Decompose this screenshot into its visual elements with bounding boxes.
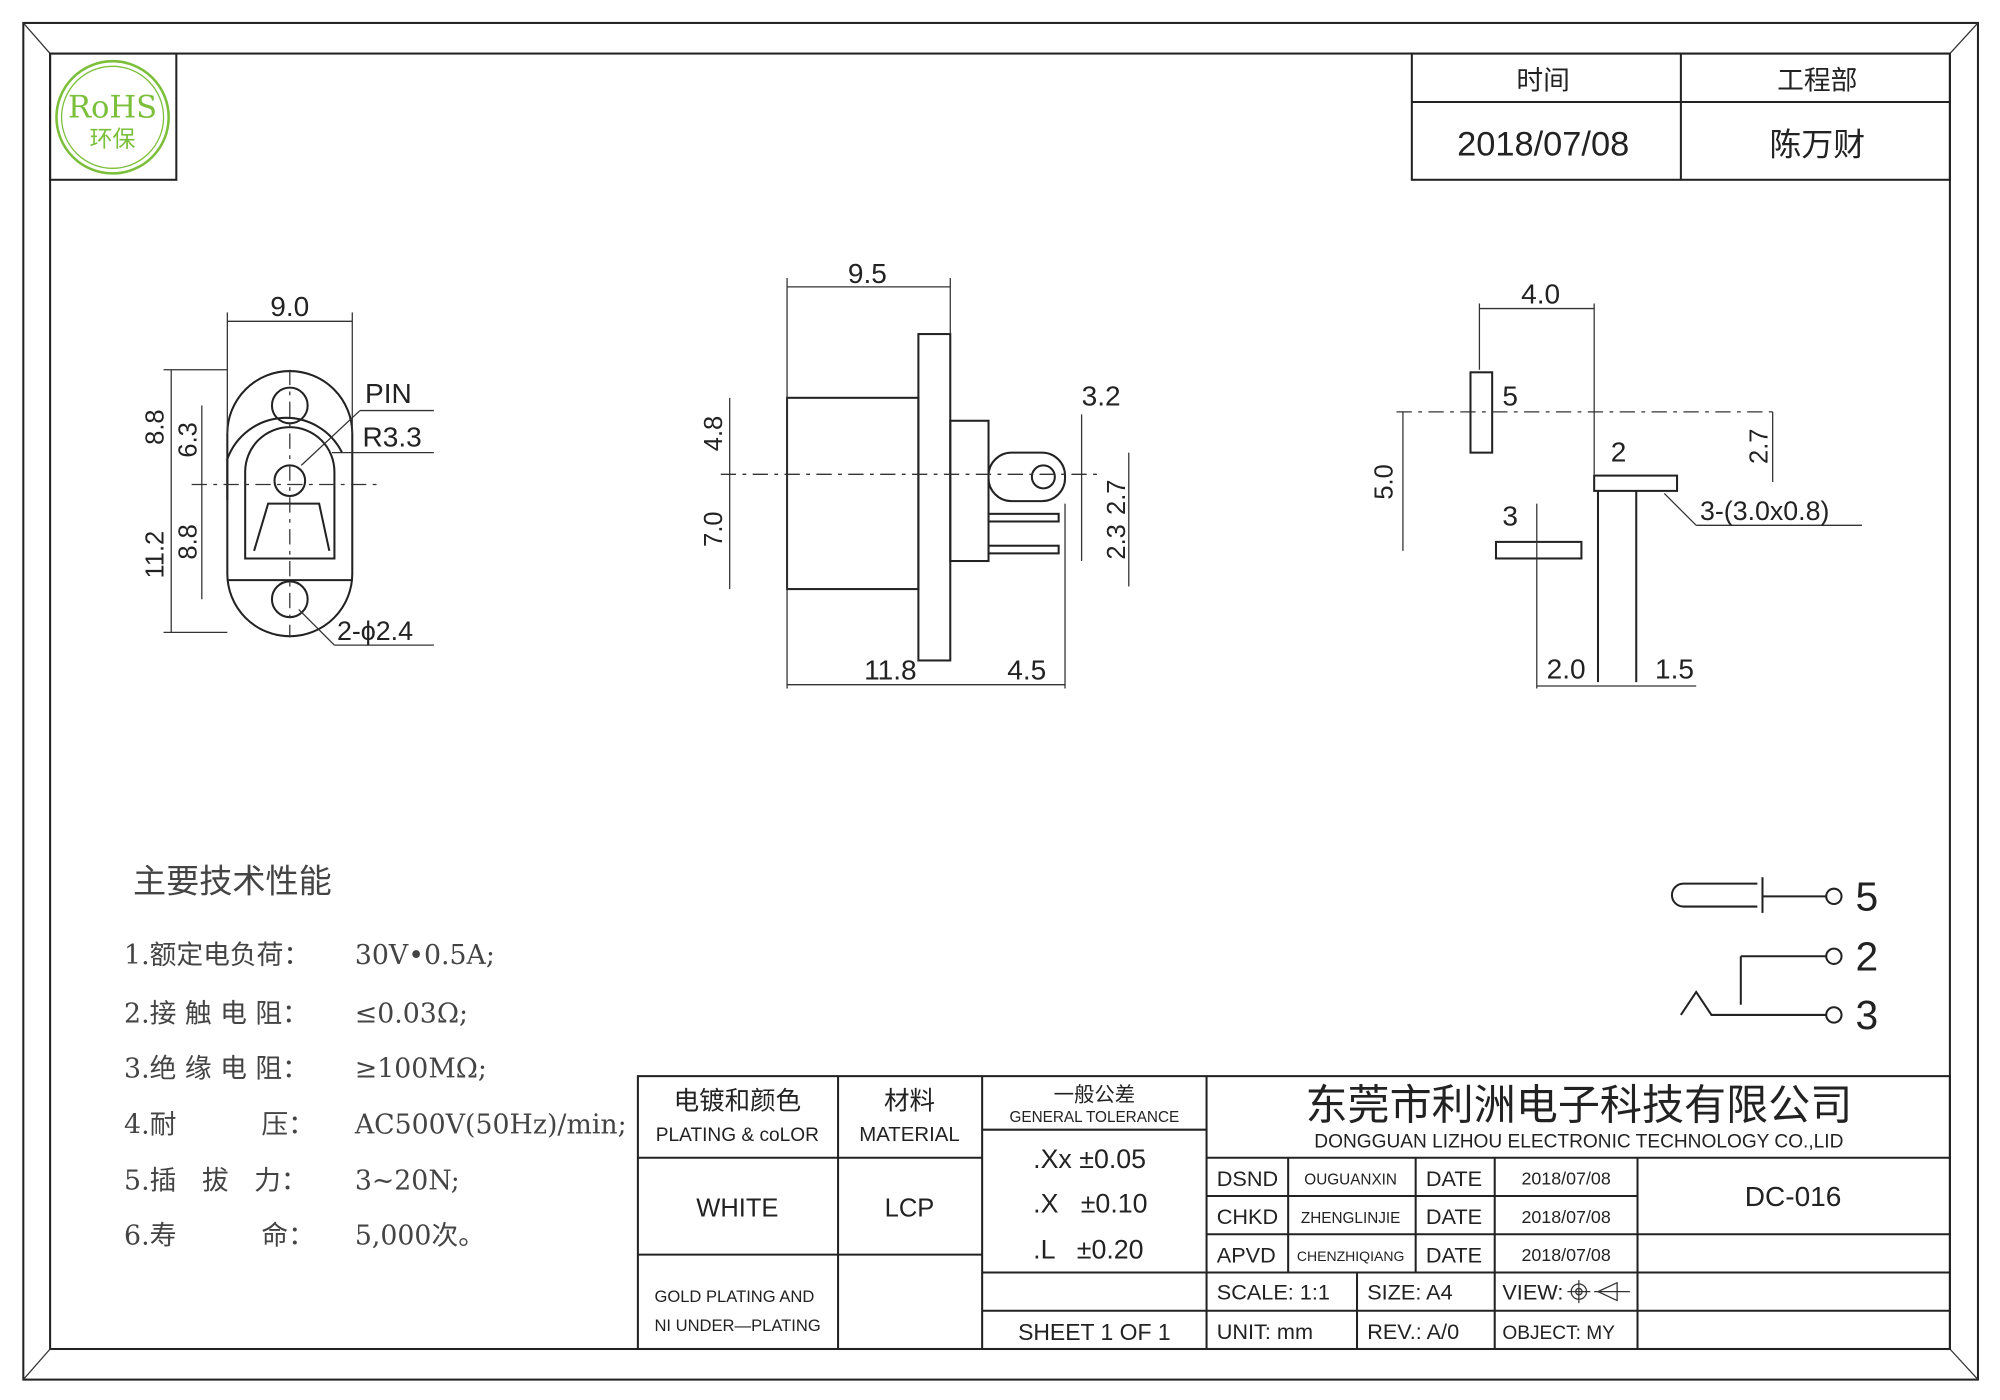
dim-bottom-inner: 8.8: [175, 524, 203, 559]
plating-detail-1: GOLD PLATING AND: [654, 1287, 814, 1306]
approval-date: 2018/07/08: [1457, 126, 1629, 164]
approval-block: 时间 工程部 2018/07/08 陈万财: [1410, 52, 1951, 181]
schematic-pin3: 3: [1856, 992, 1879, 1038]
dim-top-outer: 8.8: [142, 409, 170, 444]
spec-label: 5.插 拔 力：: [124, 1166, 308, 1197]
person: ZHENGLINJIE: [1301, 1210, 1400, 1227]
tolerance-label-cn: 一般公差: [1054, 1083, 1136, 1107]
role: CHKD: [1217, 1204, 1278, 1229]
material-value: LCP: [885, 1194, 935, 1222]
material-label-en: MATERIAL: [859, 1124, 959, 1146]
dim-height: 5.0: [1371, 464, 1399, 499]
tolerance-xx: .Xx ±0.05: [1033, 1144, 1146, 1174]
dim-tab: 3.2: [1082, 380, 1121, 411]
schematic-pin2: 2: [1856, 933, 1879, 979]
spec-value: 5,000次。: [355, 1220, 485, 1251]
spec-value: AC500V(50Hz)/min;: [354, 1110, 627, 1141]
tolerance-label-en: GENERAL TOLERANCE: [1009, 1109, 1179, 1126]
hole-label: 2-ϕ2.4: [337, 616, 413, 646]
date: 2018/07/08: [1521, 1207, 1610, 1227]
material-label-cn: 材料: [884, 1086, 935, 1116]
spec-label: 2.接 触 电 阻：: [124, 999, 309, 1030]
spec-label: 3.绝 缘 电 阻：: [124, 1053, 309, 1084]
pins-label: 3-(3.0x0.8): [1700, 496, 1829, 526]
dim-pin-b: 2.3: [1103, 524, 1131, 559]
scale: SCALE: 1:1: [1217, 1279, 1330, 1304]
dim-bottom-outer: 11.2: [142, 531, 170, 579]
dim-top-inner: 6.3: [175, 422, 203, 457]
spec-value: ≥100MΩ;: [355, 1053, 487, 1084]
title-block: 电镀和颜色 PLATING & coLOR 材料 MATERIAL 一般公差 G…: [636, 1075, 1951, 1351]
date-label: DATE: [1426, 1166, 1482, 1191]
spec-value: 3~20N;: [355, 1166, 460, 1197]
dim-bottom-a: 2.0: [1547, 653, 1586, 684]
specs-section: 主要技术性能 1.额定电负荷： 30V•0.5A; 2.接 触 电 阻： ≤0.…: [124, 862, 627, 1252]
plating-detail-2: NI UNDER—PLATING: [654, 1316, 820, 1335]
view-label: VIEW:: [1502, 1279, 1563, 1304]
radius-label: R3.3: [362, 421, 421, 452]
rohs-text: RoHS: [68, 90, 157, 125]
schematic-symbol: 5 2 3: [1671, 873, 1879, 1038]
size: SIZE: A4: [1367, 1279, 1452, 1304]
outer-border: [22, 21, 1979, 1381]
approver-name: 陈万财: [1770, 126, 1866, 164]
date: 2018/07/08: [1521, 1245, 1610, 1265]
pin-layout-view: 4.0 5.0 5 2 3 2.7 3-(3.0x0.8) 2.0 1.5: [1371, 278, 1862, 689]
unit: UNIT: mm: [1217, 1319, 1313, 1344]
dim-tail: 4.5: [1007, 655, 1046, 686]
role: DSND: [1217, 1166, 1278, 1191]
company-name-cn: 东莞市利洲电子科技有限公司: [1305, 1080, 1852, 1129]
person: OUGUANXIN: [1304, 1172, 1397, 1189]
revision: REV.: A/0: [1367, 1319, 1459, 1344]
pin2-label: 2: [1611, 437, 1627, 468]
time-label: 时间: [1516, 65, 1570, 96]
side-view: 9.5 3.2 4.8 7.0 2.7 2.3 11.8 4.5: [700, 258, 1131, 689]
plating-label-cn: 电镀和颜色: [674, 1086, 802, 1116]
inner-border: [49, 52, 1951, 1351]
dim-pin-a: 2.7: [1103, 480, 1131, 515]
dim-width: 9.0: [270, 291, 309, 322]
dim-length: 11.8: [864, 655, 917, 686]
spec-label: 1.额定电负荷：: [124, 940, 310, 971]
tolerance-l: .L ±0.20: [1033, 1234, 1143, 1264]
object: OBJECT: MY: [1502, 1323, 1615, 1344]
rohs-subtext: 环保: [90, 127, 136, 153]
dim-width: 9.5: [848, 258, 887, 289]
rohs-logo: RoHS 环保: [49, 52, 178, 181]
date-label: DATE: [1426, 1204, 1482, 1229]
spec-value: ≤0.03Ω;: [355, 999, 468, 1030]
pin5-label: 5: [1502, 380, 1518, 411]
color-value: WHITE: [696, 1194, 778, 1222]
dim-bottom-b: 1.5: [1655, 653, 1694, 684]
projection-icon: [1567, 1280, 1630, 1304]
part-number: DC-016: [1745, 1181, 1842, 1212]
company-name-en: DONGGUAN LIZHOU ELECTRONIC TECHNOLOGY CO…: [1314, 1132, 1843, 1153]
person: CHENZHIQIANG: [1297, 1248, 1404, 1264]
dim-offset: 2.7: [1746, 429, 1774, 464]
pin3-label: 3: [1502, 500, 1518, 531]
date: 2018/07/08: [1521, 1169, 1610, 1189]
pin-label: PIN: [365, 378, 412, 409]
sheet-info: SHEET 1 OF 1: [1018, 1319, 1171, 1345]
dim-lower: 7.0: [700, 511, 728, 546]
specs-title: 主要技术性能: [133, 862, 332, 901]
dim-upper: 4.8: [700, 416, 728, 451]
schematic-pin5: 5: [1856, 873, 1879, 919]
spec-label: 6.寿 命：: [124, 1220, 315, 1251]
front-view: 9.0 PIN R3.3 2-ϕ2.4 8.8 6.3 11.2 8.8: [142, 291, 434, 646]
dept-label: 工程部: [1777, 65, 1857, 96]
role: APVD: [1217, 1242, 1276, 1267]
plating-label-en: PLATING & coLOR: [656, 1125, 819, 1146]
tolerance-x: .X ±0.10: [1033, 1189, 1147, 1219]
date-label: DATE: [1426, 1242, 1482, 1267]
spec-label: 4.耐 压：: [124, 1110, 315, 1141]
spec-value: 30V•0.5A;: [355, 940, 495, 971]
dim-top: 4.0: [1521, 278, 1560, 309]
